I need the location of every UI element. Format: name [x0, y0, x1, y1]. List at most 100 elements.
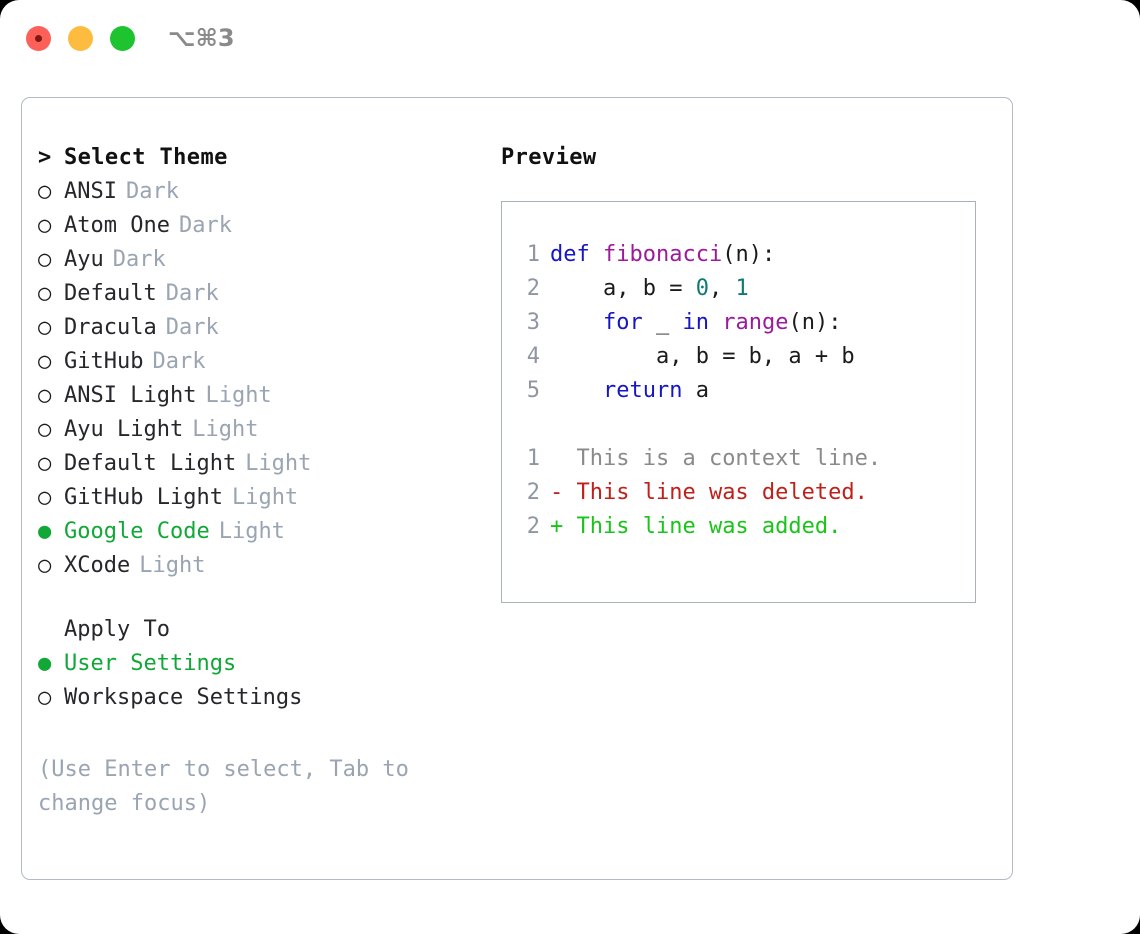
- code-text: a, b = b, a + b: [550, 344, 855, 369]
- radio-unselected-icon[interactable]: ○: [38, 349, 52, 374]
- theme-option-ansi-dark[interactable]: ○ ANSI Dark: [38, 179, 478, 213]
- theme-option-badge: Light: [205, 383, 272, 408]
- theme-option-default-dark[interactable]: ○ Default Dark: [38, 281, 478, 315]
- radio-selected-icon[interactable]: ●: [38, 519, 52, 544]
- theme-option-label: XCode: [64, 553, 131, 578]
- diff-line-added: 2 + This line was added.: [502, 514, 975, 548]
- theme-option-label: ANSI: [64, 179, 117, 204]
- theme-option-label: Dracula: [64, 315, 157, 340]
- prompt-caret-icon: >: [38, 145, 52, 170]
- theme-option-ayu-dark[interactable]: ○ Ayu Dark: [38, 247, 478, 281]
- radio-selected-icon[interactable]: ●: [38, 651, 52, 676]
- close-button-icon[interactable]: [26, 26, 51, 51]
- select-theme-heading: > Select Theme: [38, 145, 478, 179]
- code-token-keyword: in: [682, 310, 709, 335]
- code-token-plain: [590, 242, 603, 267]
- theme-option-ayu-light[interactable]: ○ Ayu Light Light: [38, 417, 478, 451]
- theme-option-default-light[interactable]: ○ Default Light Light: [38, 451, 478, 485]
- code-token-function: fibonacci: [603, 242, 723, 267]
- apply-to-option-user-settings[interactable]: ● User Settings: [38, 651, 478, 685]
- line-number: 2: [526, 514, 540, 539]
- apply-to-option-workspace-settings[interactable]: ○ Workspace Settings: [38, 685, 478, 719]
- line-number: 1: [526, 446, 540, 471]
- theme-option-label: Atom One: [64, 213, 170, 238]
- diff-sign: +: [550, 514, 564, 539]
- apply-to-heading-label: Apply To: [64, 617, 170, 642]
- diff-text: This line was deleted.: [563, 480, 868, 505]
- theme-option-github-light[interactable]: ○ GitHub Light Light: [38, 485, 478, 519]
- theme-picker-column: > Select Theme ○ ANSI Dark ○ Atom One Da…: [38, 145, 478, 821]
- theme-option-badge: Dark: [178, 213, 232, 238]
- main-panel: > Select Theme ○ ANSI Dark ○ Atom One Da…: [21, 97, 1013, 880]
- radio-unselected-icon[interactable]: ○: [38, 281, 52, 306]
- radio-unselected-icon[interactable]: ○: [38, 213, 52, 238]
- code-token-keyword: for: [602, 310, 643, 335]
- code-token-plain: (n):: [788, 310, 842, 335]
- code-line: 4 a, b = b, a + b: [502, 344, 975, 378]
- keyboard-shortcut-label: ⌥⌘3: [168, 24, 235, 52]
- code-indent: [550, 276, 603, 301]
- radio-unselected-icon[interactable]: ○: [38, 417, 52, 442]
- theme-option-badge: Dark: [165, 315, 219, 340]
- theme-option-xcode-light[interactable]: ○ XCode Light: [38, 553, 478, 587]
- radio-unselected-icon[interactable]: ○: [38, 383, 52, 408]
- code-line: 1 def fibonacci(n):: [502, 242, 975, 276]
- preview-heading-label: Preview: [501, 145, 597, 170]
- radio-unselected-icon[interactable]: ○: [38, 179, 52, 204]
- code-token-plain: ,: [708, 276, 736, 301]
- code-line: 5 return a: [502, 378, 975, 412]
- theme-option-github-dark[interactable]: ○ GitHub Dark: [38, 349, 478, 383]
- theme-option-label: GitHub Light: [64, 485, 223, 510]
- radio-unselected-icon[interactable]: ○: [38, 553, 52, 578]
- line-number: 2: [526, 276, 540, 301]
- theme-option-badge: Light: [231, 485, 299, 510]
- theme-option-badge: Dark: [165, 281, 219, 306]
- code-token-plain: a, b =: [602, 276, 696, 301]
- diff-text: This line was added.: [563, 514, 842, 539]
- diff-line-deleted: 2 - This line was deleted.: [502, 480, 975, 514]
- theme-option-badge: Dark: [125, 179, 179, 204]
- diff-line-context: 1 This is a context line.: [502, 446, 975, 480]
- theme-option-label: Default: [64, 281, 157, 306]
- minimize-button-icon[interactable]: [68, 26, 93, 51]
- code-token-plain: a: [682, 378, 709, 403]
- code-token-function: range: [722, 310, 789, 335]
- keyboard-hint-text: (Use Enter to select, Tab to change focu…: [38, 757, 409, 816]
- theme-option-badge: Light: [139, 553, 206, 578]
- theme-option-atom-one-dark[interactable]: ○ Atom One Dark: [38, 213, 478, 247]
- maximize-button-icon[interactable]: [110, 26, 135, 51]
- code-indent: [550, 344, 656, 369]
- code-token-plain: a, b = b, a + b: [655, 344, 855, 369]
- spacer-icon: ○: [38, 617, 64, 642]
- theme-option-label: Default Light: [64, 451, 237, 476]
- title-bar: ⌥⌘3: [0, 0, 1140, 78]
- traffic-light-buttons: [26, 26, 135, 51]
- code-token-plain: (n):: [722, 242, 776, 267]
- theme-option-badge: Dark: [112, 247, 166, 272]
- code-token-number: 0: [695, 276, 709, 301]
- radio-unselected-icon[interactable]: ○: [38, 451, 52, 476]
- radio-unselected-icon[interactable]: ○: [38, 315, 52, 340]
- code-indent: [550, 310, 603, 335]
- theme-option-badge: Dark: [152, 349, 206, 374]
- preview-column: Preview 1 def fibonacci(n): 2 a, b = 0, …: [501, 145, 991, 603]
- select-theme-heading-label: Select Theme: [64, 145, 228, 170]
- theme-option-label: Google Code: [64, 519, 210, 544]
- preview-box: 1 def fibonacci(n): 2 a, b = 0, 1 3 for …: [501, 201, 976, 603]
- theme-option-dracula-dark[interactable]: ○ Dracula Dark: [38, 315, 478, 349]
- theme-option-label: Ayu: [64, 247, 104, 272]
- radio-unselected-icon[interactable]: ○: [38, 485, 52, 510]
- code-line: 2 a, b = 0, 1: [502, 276, 975, 310]
- theme-option-google-code-light[interactable]: ● Google Code Light: [38, 519, 478, 553]
- code-text: a, b = 0, 1: [550, 276, 749, 301]
- line-number: 4: [526, 344, 540, 369]
- radio-unselected-icon[interactable]: ○: [38, 685, 52, 710]
- line-number: 5: [526, 378, 540, 403]
- code-line: 3 for _ in range(n):: [502, 310, 975, 344]
- theme-option-label: ANSI Light: [64, 383, 197, 408]
- code-text: for _ in range(n):: [550, 310, 841, 335]
- code-token-keyword: def: [550, 242, 590, 267]
- radio-unselected-icon[interactable]: ○: [38, 247, 52, 272]
- theme-option-ansi-light[interactable]: ○ ANSI Light Light: [38, 383, 478, 417]
- diff-sign: -: [550, 480, 564, 505]
